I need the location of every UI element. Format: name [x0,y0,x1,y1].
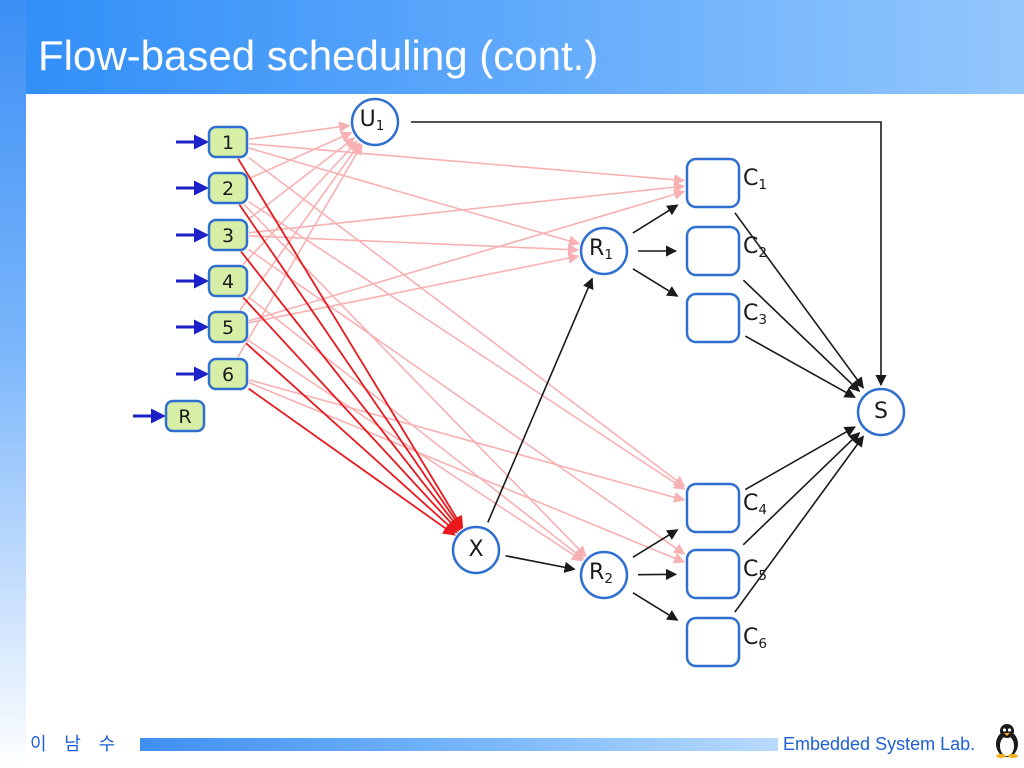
input-node-3: 3 [207,218,249,252]
edge-r2-to-c6 [632,592,679,621]
source-arrows [133,134,209,424]
edge-3-to-r1 [248,235,580,256]
edge-1-to-u1 [248,121,351,140]
penguin-icon [996,724,1018,758]
footer-bar [140,738,778,751]
side-bar [0,0,26,768]
edge-1-to-r1 [248,147,581,247]
edge-u1-to-s [411,121,887,387]
input-node-label: 6 [222,364,234,386]
input-node-6: 6 [207,357,249,391]
edge-x-to-r2 [505,554,576,573]
input-node-2: 2 [207,171,249,205]
slide-title: Flow-based scheduling (cont.) [38,32,599,79]
edge-5-to-x [245,342,458,534]
machine-node-label: C2 [743,234,767,261]
edge-c6-to-s [734,435,864,613]
circle-node-label: X [468,537,483,562]
edge-x-to-r1 [487,277,594,523]
edge-c2-to-s [742,279,861,393]
circle-node-label: R1 [589,236,613,263]
edge-r1-to-c1 [632,204,679,234]
edge-5-to-c1 [248,189,686,322]
circle-node-label: U1 [360,107,385,134]
edge-5-to-r1 [248,252,580,324]
input-node-r: R [164,399,206,433]
machine-node-label: C3 [743,301,767,328]
edge-c5-to-s [742,432,861,546]
input-node-1: 1 [207,125,249,159]
input-node-label: R [178,406,191,428]
edge-1-to-x [237,158,464,529]
edge-6-to-x [248,387,456,536]
circle-node-label: R2 [589,560,613,587]
circle-node-s: S [856,387,906,437]
machine-node-label: C4 [743,491,767,518]
edge-r1-to-c3 [632,268,679,297]
input-node-label: 2 [222,178,234,200]
edge-4-to-u1 [242,140,359,266]
machine-node-label: C5 [743,557,767,584]
circle-node-r2: R2 [579,550,629,600]
structural-edges [411,121,887,621]
edge-6-to-u1 [237,143,363,358]
preference-edges [237,121,686,564]
machine-node-c3: C3 [685,292,767,344]
footer-lab-name: Embedded System Lab. [783,734,976,754]
edge-c3-to-s [744,335,856,399]
edge-6-to-c5 [248,381,686,564]
footer-author: 이 남 수 [30,734,122,755]
machine-node-label: C6 [743,625,767,652]
edge-1-to-c1 [248,142,686,186]
edge-3-to-u1 [248,137,356,220]
circle-node-u1: U1 [350,97,400,147]
machine-node-c6: C6 [685,616,767,668]
edge-2-to-c4 [248,200,686,490]
input-node-label: 4 [222,271,234,293]
edge-c1-to-s [734,212,864,389]
edge-6-to-c4 [248,379,686,503]
machine-node-c2: C2 [685,225,767,277]
input-node-5: 5 [207,310,249,344]
header-band [0,0,1024,94]
input-node-label: 5 [222,317,234,339]
machine-node-c1: C1 [685,157,767,209]
machine-node-c4: C4 [685,482,767,534]
edge-3-to-x [240,251,461,531]
input-node-4: 4 [207,264,249,298]
input-node-label: 1 [222,132,234,154]
edge-5-to-u1 [239,142,361,311]
edge-4-to-x [242,296,460,532]
machine-node-c5: C5 [685,548,767,600]
edge-2-to-u1 [248,131,353,180]
edge-4-to-r2 [248,296,585,560]
circle-node-label: S [874,399,888,424]
edges-to-x [237,158,464,536]
edge-2-to-x [238,204,463,530]
circle-node-x: X [451,525,501,575]
edge-c4-to-s [744,426,856,491]
input-node-label: 3 [222,225,234,247]
edge-1-to-c4 [248,156,686,488]
circle-node-r1: R1 [579,226,629,276]
edge-3-to-c5 [248,248,686,555]
edge-r2-to-c4 [632,529,679,558]
edge-3-to-c1 [248,181,686,234]
machine-node-label: C1 [743,166,767,193]
